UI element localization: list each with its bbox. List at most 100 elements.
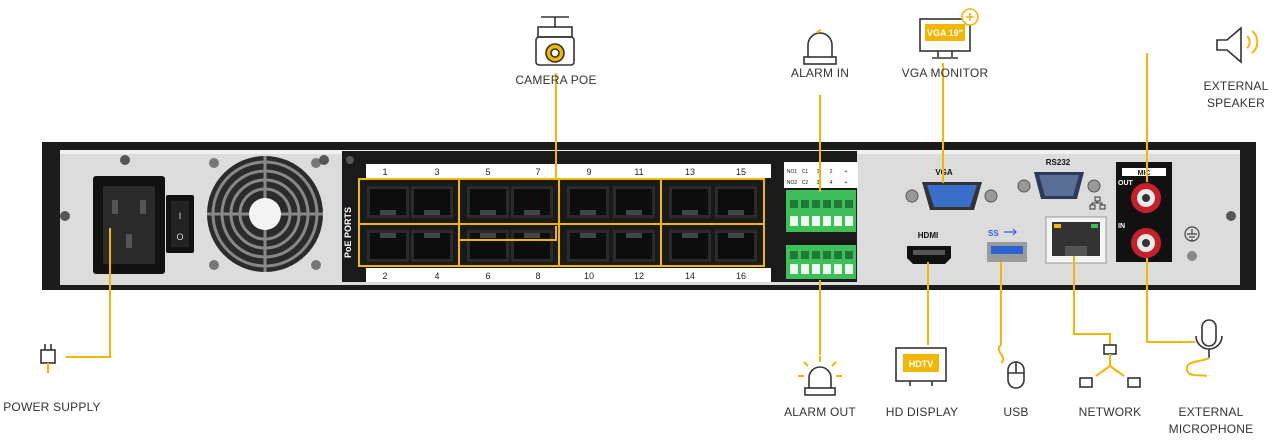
poe-port-number-top: 5 (485, 167, 490, 177)
alarm-terminal-label: + (845, 180, 848, 186)
poe-port (467, 186, 509, 218)
terminal-slot (790, 264, 798, 274)
terminal-screw (834, 251, 842, 259)
terminal-screw (845, 200, 853, 208)
poe-port-number-top: 13 (685, 167, 695, 177)
terminal-screw (823, 200, 831, 208)
alarm-terminal-label: 2 (830, 169, 833, 175)
alarm-terminal-label: 1 (817, 169, 820, 175)
alarm-terminal-label: NO2 (787, 180, 798, 186)
mounting-screws (60, 155, 1236, 221)
audio-in-label: IN (1118, 223, 1125, 230)
power-switch: I O (166, 195, 194, 253)
switch-on-label: I (179, 211, 182, 221)
external-speaker-label-line1: EXTERNAL (1203, 79, 1269, 93)
external-microphone-label-line1: EXTERNAL (1178, 405, 1244, 419)
power-plug-icon (40, 344, 56, 373)
mic-panel-label: MIC (1138, 170, 1151, 177)
alarm-terminal-label: C1 (802, 169, 809, 175)
poe-port-number-top: 9 (586, 167, 591, 177)
network-icon (1079, 344, 1141, 388)
poe-port-number-bottom: 4 (434, 271, 439, 281)
poe-port-number-top: 15 (736, 167, 746, 177)
hdtv-screen-text: HDTV (909, 359, 934, 369)
camera-poe-icon (535, 16, 575, 66)
vga-port-label: VGA (935, 168, 953, 177)
alarm-terminal-screws (790, 200, 853, 274)
terminal-slot (834, 264, 842, 274)
terminal-slot (823, 216, 831, 226)
vga-port: VGA (905, 168, 998, 210)
poe-port (567, 186, 609, 218)
alarm-terminal-label: 3 (817, 180, 820, 186)
vga-screen-text: VGA 19" (927, 28, 963, 38)
terminal-screw (845, 251, 853, 259)
poe-port (669, 186, 711, 218)
poe-port-number-bottom: 12 (634, 271, 644, 281)
alarm-terminal-label: C2 (802, 180, 809, 186)
terminal-slot (812, 216, 820, 226)
terminal-screw (823, 251, 831, 259)
hd-display-icon: HDTV (895, 347, 947, 386)
poe-port (669, 230, 711, 262)
external-microphone-label-line2: MICROPHONE (1168, 422, 1254, 436)
poe-port (411, 230, 453, 262)
alarm-in-label: ALARM IN (790, 66, 850, 80)
rs232-port: RS232 (1017, 158, 1101, 199)
poe-port (511, 230, 553, 262)
poe-port-number-bottom: 8 (535, 271, 540, 281)
terminal-slot (834, 216, 842, 226)
poe-port-number-bottom: 16 (736, 271, 746, 281)
hdmi-port-label: HDMI (918, 231, 938, 240)
speaker-icon (1216, 26, 1259, 64)
poe-port-grid (367, 186, 757, 262)
poe-port (567, 230, 609, 262)
poe-port-number-top: 1 (382, 167, 387, 177)
cooling-fan (207, 156, 323, 272)
hd-display-label: HD DISPLAY (885, 405, 959, 419)
power-supply-label: POWER SUPPLY (3, 400, 101, 414)
alarm-out-label: ALARM OUT (784, 405, 856, 419)
usb-label: USB (1003, 405, 1029, 419)
audio-io-panel: MIC OUT IN (1116, 162, 1172, 262)
switch-off-label: O (176, 232, 183, 242)
external-speaker-label-line2: SPEAKER (1206, 96, 1266, 110)
terminal-slot (823, 264, 831, 274)
alarm-terminal-label: + (845, 169, 848, 175)
microphone-icon (1185, 319, 1223, 377)
poe-port-number-bottom: 10 (584, 271, 594, 281)
poe-port-number-bottom: 14 (685, 271, 695, 281)
terminal-screw (790, 200, 798, 208)
terminal-slot (790, 216, 798, 226)
usb3-port-label: SS (988, 229, 999, 238)
terminal-screw (812, 200, 820, 208)
terminal-screw (834, 200, 842, 208)
poe-port-number-bottom: 6 (485, 271, 490, 281)
callout-lines (66, 53, 1195, 358)
terminal-screw (790, 251, 798, 259)
alarm-terminal-label: 4 (830, 180, 833, 186)
terminal-slot (801, 264, 809, 274)
poe-port-number-top: 3 (434, 167, 439, 177)
terminal-slot (845, 216, 853, 226)
alarm-terminal-labels-row2: NO2 C2 3 4 + (787, 180, 848, 186)
usb3-port: SS (987, 228, 1027, 262)
poe-port (613, 230, 655, 262)
terminal-screw (812, 251, 820, 259)
hdmi-port: HDMI (907, 231, 951, 264)
audio-out-label: OUT (1118, 180, 1134, 187)
ground-terminal (1184, 226, 1200, 261)
vga-monitor-icon: VGA 19" (919, 8, 979, 59)
poe-ports-label: PoE PORTS (343, 207, 353, 258)
poe-port (367, 230, 409, 262)
network-port (1045, 196, 1107, 264)
rs232-port-label: RS232 (1046, 158, 1071, 167)
terminal-slot (801, 216, 809, 226)
poe-port (715, 186, 757, 218)
poe-port-number-top: 11 (634, 167, 643, 177)
